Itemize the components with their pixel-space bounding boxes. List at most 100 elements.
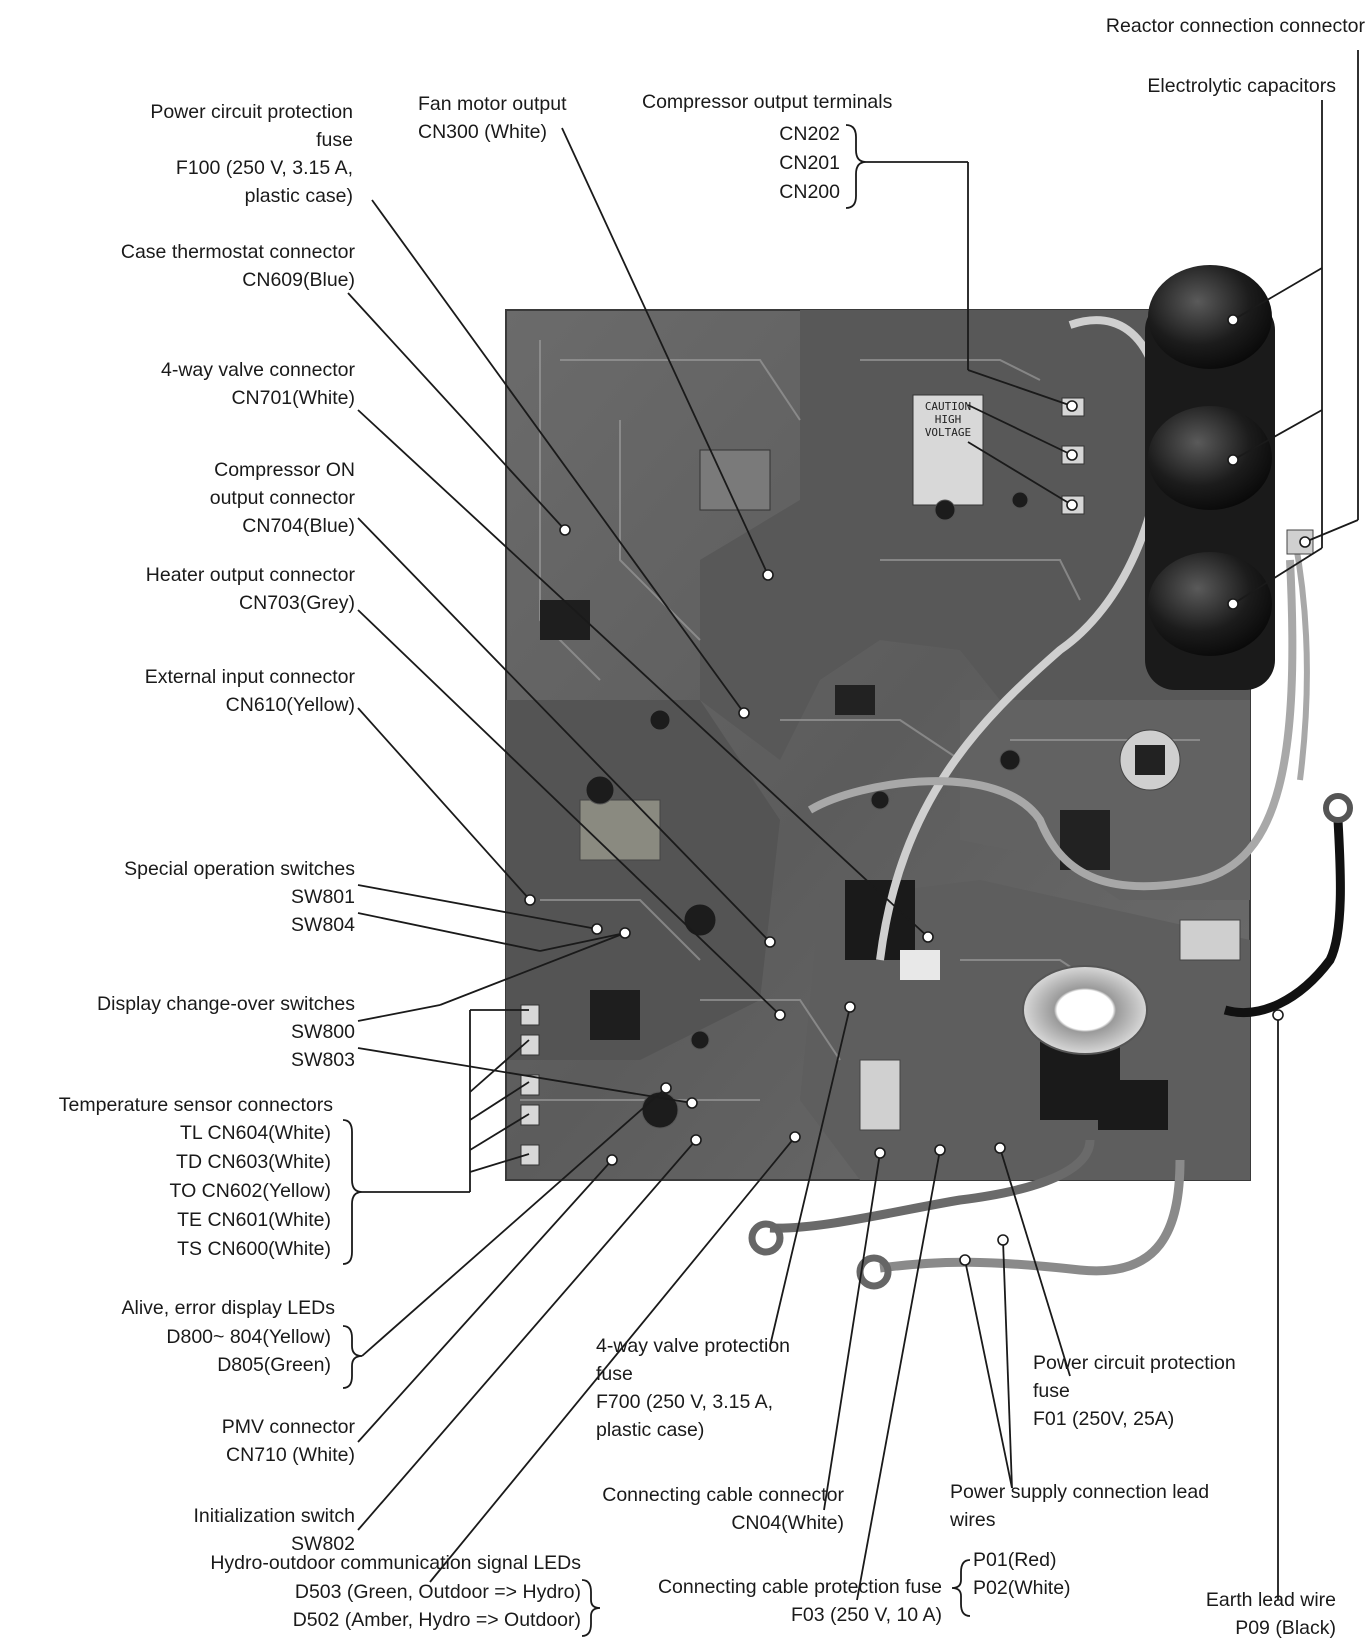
leader-line <box>357 609 781 1016</box>
leader-dot <box>994 1142 1006 1154</box>
label-text: D502 (Amber, Hydro => Outdoor) <box>292 1609 581 1631</box>
brace <box>342 1119 363 1265</box>
leader-dot <box>619 927 631 939</box>
label-text: CN610(Yellow) <box>225 694 355 716</box>
ic-chip <box>590 990 640 1040</box>
leader-dot <box>997 1234 1009 1246</box>
label-text: D800~ 804(Yellow) <box>166 1326 331 1348</box>
label-text: Alive, error display LEDs <box>121 1297 336 1319</box>
label-text: Initialization switch <box>193 1505 355 1527</box>
label-heater-output: Heater output connector CN703(Grey) <box>146 561 355 617</box>
leader-line <box>361 1087 667 1357</box>
leader-line <box>469 1153 530 1173</box>
caution-word: HIGH <box>934 413 962 426</box>
label-text: Power circuit protection <box>1033 1352 1236 1374</box>
leader-dot <box>524 894 536 906</box>
leader-line <box>1002 1239 1013 1489</box>
leader-line <box>769 1006 851 1347</box>
leader-dot <box>959 1254 971 1266</box>
label-text: TL CN604(White) <box>180 1122 331 1144</box>
caution-text: CAUTION HIGH VOLTAGE <box>918 400 978 439</box>
label-text: output connector <box>209 487 355 509</box>
label-text: P09 (Black) <box>1235 1617 1336 1639</box>
leader-line <box>999 1147 1071 1377</box>
leader-dot <box>934 1144 946 1156</box>
label-text: Fan motor output <box>418 93 567 115</box>
component <box>1135 745 1165 775</box>
leader-line <box>357 517 771 943</box>
leader-dot <box>1066 400 1078 412</box>
label-cn04: Connecting cable connector CN04(White) <box>602 1481 844 1537</box>
toroid-filter <box>1022 965 1148 1055</box>
label-text: D503 (Green, Outdoor => Hydro) <box>294 1581 581 1603</box>
terminal-block <box>1179 919 1241 961</box>
label-comm-leds-list: D503 (Green, Outdoor => Hydro) D502 (Amb… <box>293 1578 581 1634</box>
label-f100: Power circuit protection fuse F100 (250 … <box>150 98 353 210</box>
label-f01: Power circuit protection fuse F01 (250V,… <box>1033 1349 1236 1433</box>
label-text: CN202 <box>779 123 840 145</box>
label-text: fuse <box>1033 1380 1070 1402</box>
leader-line <box>357 884 598 930</box>
label-text: plastic case) <box>596 1419 705 1441</box>
label-compressor-on: Compressor ON output connector CN704(Blu… <box>210 456 355 540</box>
label-4way-valve-connector: 4-way valve connector CN701(White) <box>161 356 355 412</box>
label-text: CN710 (White) <box>226 1444 355 1466</box>
label-text: TO CN602(Yellow) <box>169 1180 331 1202</box>
label-text: External input connector <box>144 666 355 688</box>
label-text: SW801 <box>291 886 355 908</box>
leader-line <box>539 932 626 952</box>
leader-line <box>357 409 929 938</box>
label-text: SW804 <box>291 914 355 936</box>
brace <box>581 1579 601 1637</box>
label-text: Compressor ON <box>214 459 355 481</box>
electrolytic-capacitors <box>1145 265 1275 690</box>
label-text: F03 (250 V, 10 A) <box>790 1604 942 1626</box>
leader-dot <box>1299 536 1311 548</box>
label-electrolytic-capacitors: Electrolytic capacitors <box>1147 72 1336 100</box>
label-leds-title: Alive, error display LEDs <box>122 1294 336 1322</box>
leader-line <box>967 369 1073 407</box>
label-text: Temperature sensor connectors <box>58 1094 333 1116</box>
label-text: Case thermostat connector <box>120 241 355 263</box>
grey-wire-2 <box>1292 539 1310 781</box>
leader-line <box>561 127 769 576</box>
label-text: P02(White) <box>973 1577 1071 1599</box>
leader-dot <box>1227 314 1239 326</box>
leader-line <box>967 404 1073 456</box>
label-text: TE CN601(White) <box>177 1209 331 1231</box>
heat-sink <box>699 449 771 511</box>
leader-dot <box>922 931 934 943</box>
leader-dot <box>591 923 603 935</box>
label-text: CN04(White) <box>731 1512 844 1534</box>
label-text: P01(Red) <box>973 1549 1057 1571</box>
leader-line <box>856 1149 941 1601</box>
brace <box>951 1559 971 1617</box>
label-text: Electrolytic capacitors <box>1147 75 1336 97</box>
label-text: CN300 (White) <box>418 121 547 143</box>
label-text: SW800 <box>291 1021 355 1043</box>
pcb-trace-region-3 <box>506 700 780 1060</box>
leader-line <box>357 912 541 952</box>
label-text: F100 (250 V, 3.15 A, <box>175 157 353 179</box>
leader-line <box>1232 409 1323 461</box>
label-leds-list: D800~ 804(Yellow) D805(Green) <box>166 1323 331 1379</box>
label-text: fuse <box>316 129 353 151</box>
leader-line <box>469 1081 530 1121</box>
leader-dot <box>1227 454 1239 466</box>
label-text: 4-way valve connector <box>160 359 355 381</box>
label-text: F700 (250 V, 3.15 A, <box>596 1391 774 1413</box>
label-text: Earth lead wire <box>1205 1589 1336 1611</box>
label-special-switches: Special operation switches SW801 SW804 <box>124 855 355 939</box>
leader-line <box>357 707 531 901</box>
label-fan-motor: Fan motor output CN300 (White) <box>418 90 567 146</box>
leader-dot <box>686 1097 698 1109</box>
transformer <box>579 799 661 861</box>
label-text: D805(Green) <box>217 1354 331 1376</box>
label-text: CN701(White) <box>231 387 355 409</box>
label-text: Connecting cable protection fuse <box>657 1576 942 1598</box>
label-pmv-connector: PMV connector CN710 (White) <box>222 1413 355 1469</box>
leader-dot <box>874 1147 886 1159</box>
leader-dot <box>762 569 774 581</box>
